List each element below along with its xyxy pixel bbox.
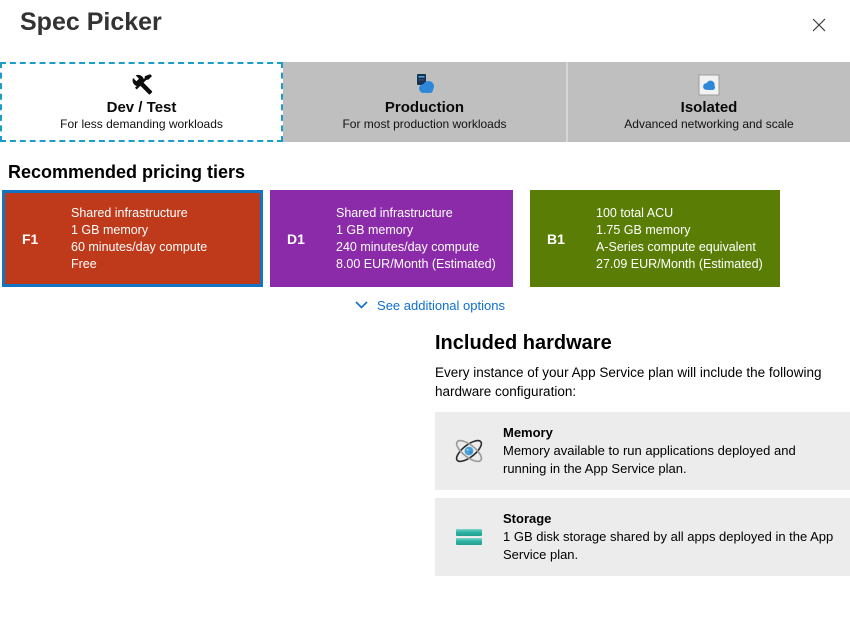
tier-details: 100 total ACU 1.75 GB memory A-Series co… [596,205,763,271]
tab-production-title: Production [384,99,465,116]
tab-isolated[interactable]: Isolated Advanced networking and scale [566,62,850,142]
tab-isolated-title: Isolated [680,99,738,116]
tier-details: Shared infrastructure 1 GB memory 240 mi… [336,205,496,271]
tab-dev-test-subtitle: For less demanding workloads [60,117,223,131]
tier-card-d1[interactable]: D1 Shared infrastructure 1 GB memory 240… [270,190,513,287]
close-button[interactable] [806,12,832,38]
hardware-row-title: Memory [503,425,553,440]
see-additional-options-label: See additional options [377,297,505,313]
tab-dev-test-title: Dev / Test [106,99,177,116]
tier-code: B1 [547,230,565,247]
hardware-row-memory: Memory Memory available to run applicati… [435,412,850,490]
hardware-row-title: Storage [503,511,552,526]
tier-card-b1[interactable]: B1 100 total ACU 1.75 GB memory A-Series… [530,190,780,287]
cloud-server-icon [413,72,437,96]
tier-card-f1[interactable]: F1 Shared infrastructure 1 GB memory 60 … [2,190,263,287]
tier-code: F1 [22,230,39,247]
hardware-row-text: Memory available to run applications dep… [503,443,796,476]
close-icon [811,17,827,33]
page-title: Spec Picker [20,8,162,36]
pricing-tiers-heading: Recommended pricing tiers [8,162,246,182]
tab-isolated-subtitle: Advanced networking and scale [624,117,794,131]
memory-atom-icon [449,433,489,469]
included-hardware-heading: Included hardware [435,332,612,354]
cloud-box-icon [698,72,720,96]
see-additional-options-link[interactable]: See additional options [270,295,590,315]
hardware-row-content: Memory Memory available to run applicati… [503,424,836,478]
hardware-row-content: Storage 1 GB disk storage shared by all … [503,510,836,564]
tab-dev-test[interactable]: Dev / Test For less demanding workloads [0,62,283,142]
tier-code: D1 [287,230,305,247]
included-hardware-description: Every instance of your App Service plan … [435,365,822,399]
wrench-screwdriver-icon [130,72,154,96]
tab-production-subtitle: For most production workloads [342,117,507,131]
chevron-down-icon [355,301,368,309]
plan-type-tabs: Dev / Test For less demanding workloads … [0,62,850,142]
hardware-row-text: 1 GB disk storage shared by all apps dep… [503,529,834,562]
tier-details: Shared infrastructure 1 GB memory 60 min… [71,205,208,271]
tab-production[interactable]: Production For most production workloads [283,62,566,142]
storage-disks-icon [449,527,489,547]
hardware-row-storage: Storage 1 GB disk storage shared by all … [435,498,850,576]
included-hardware-section: Included hardware Every instance of your… [435,332,850,584]
